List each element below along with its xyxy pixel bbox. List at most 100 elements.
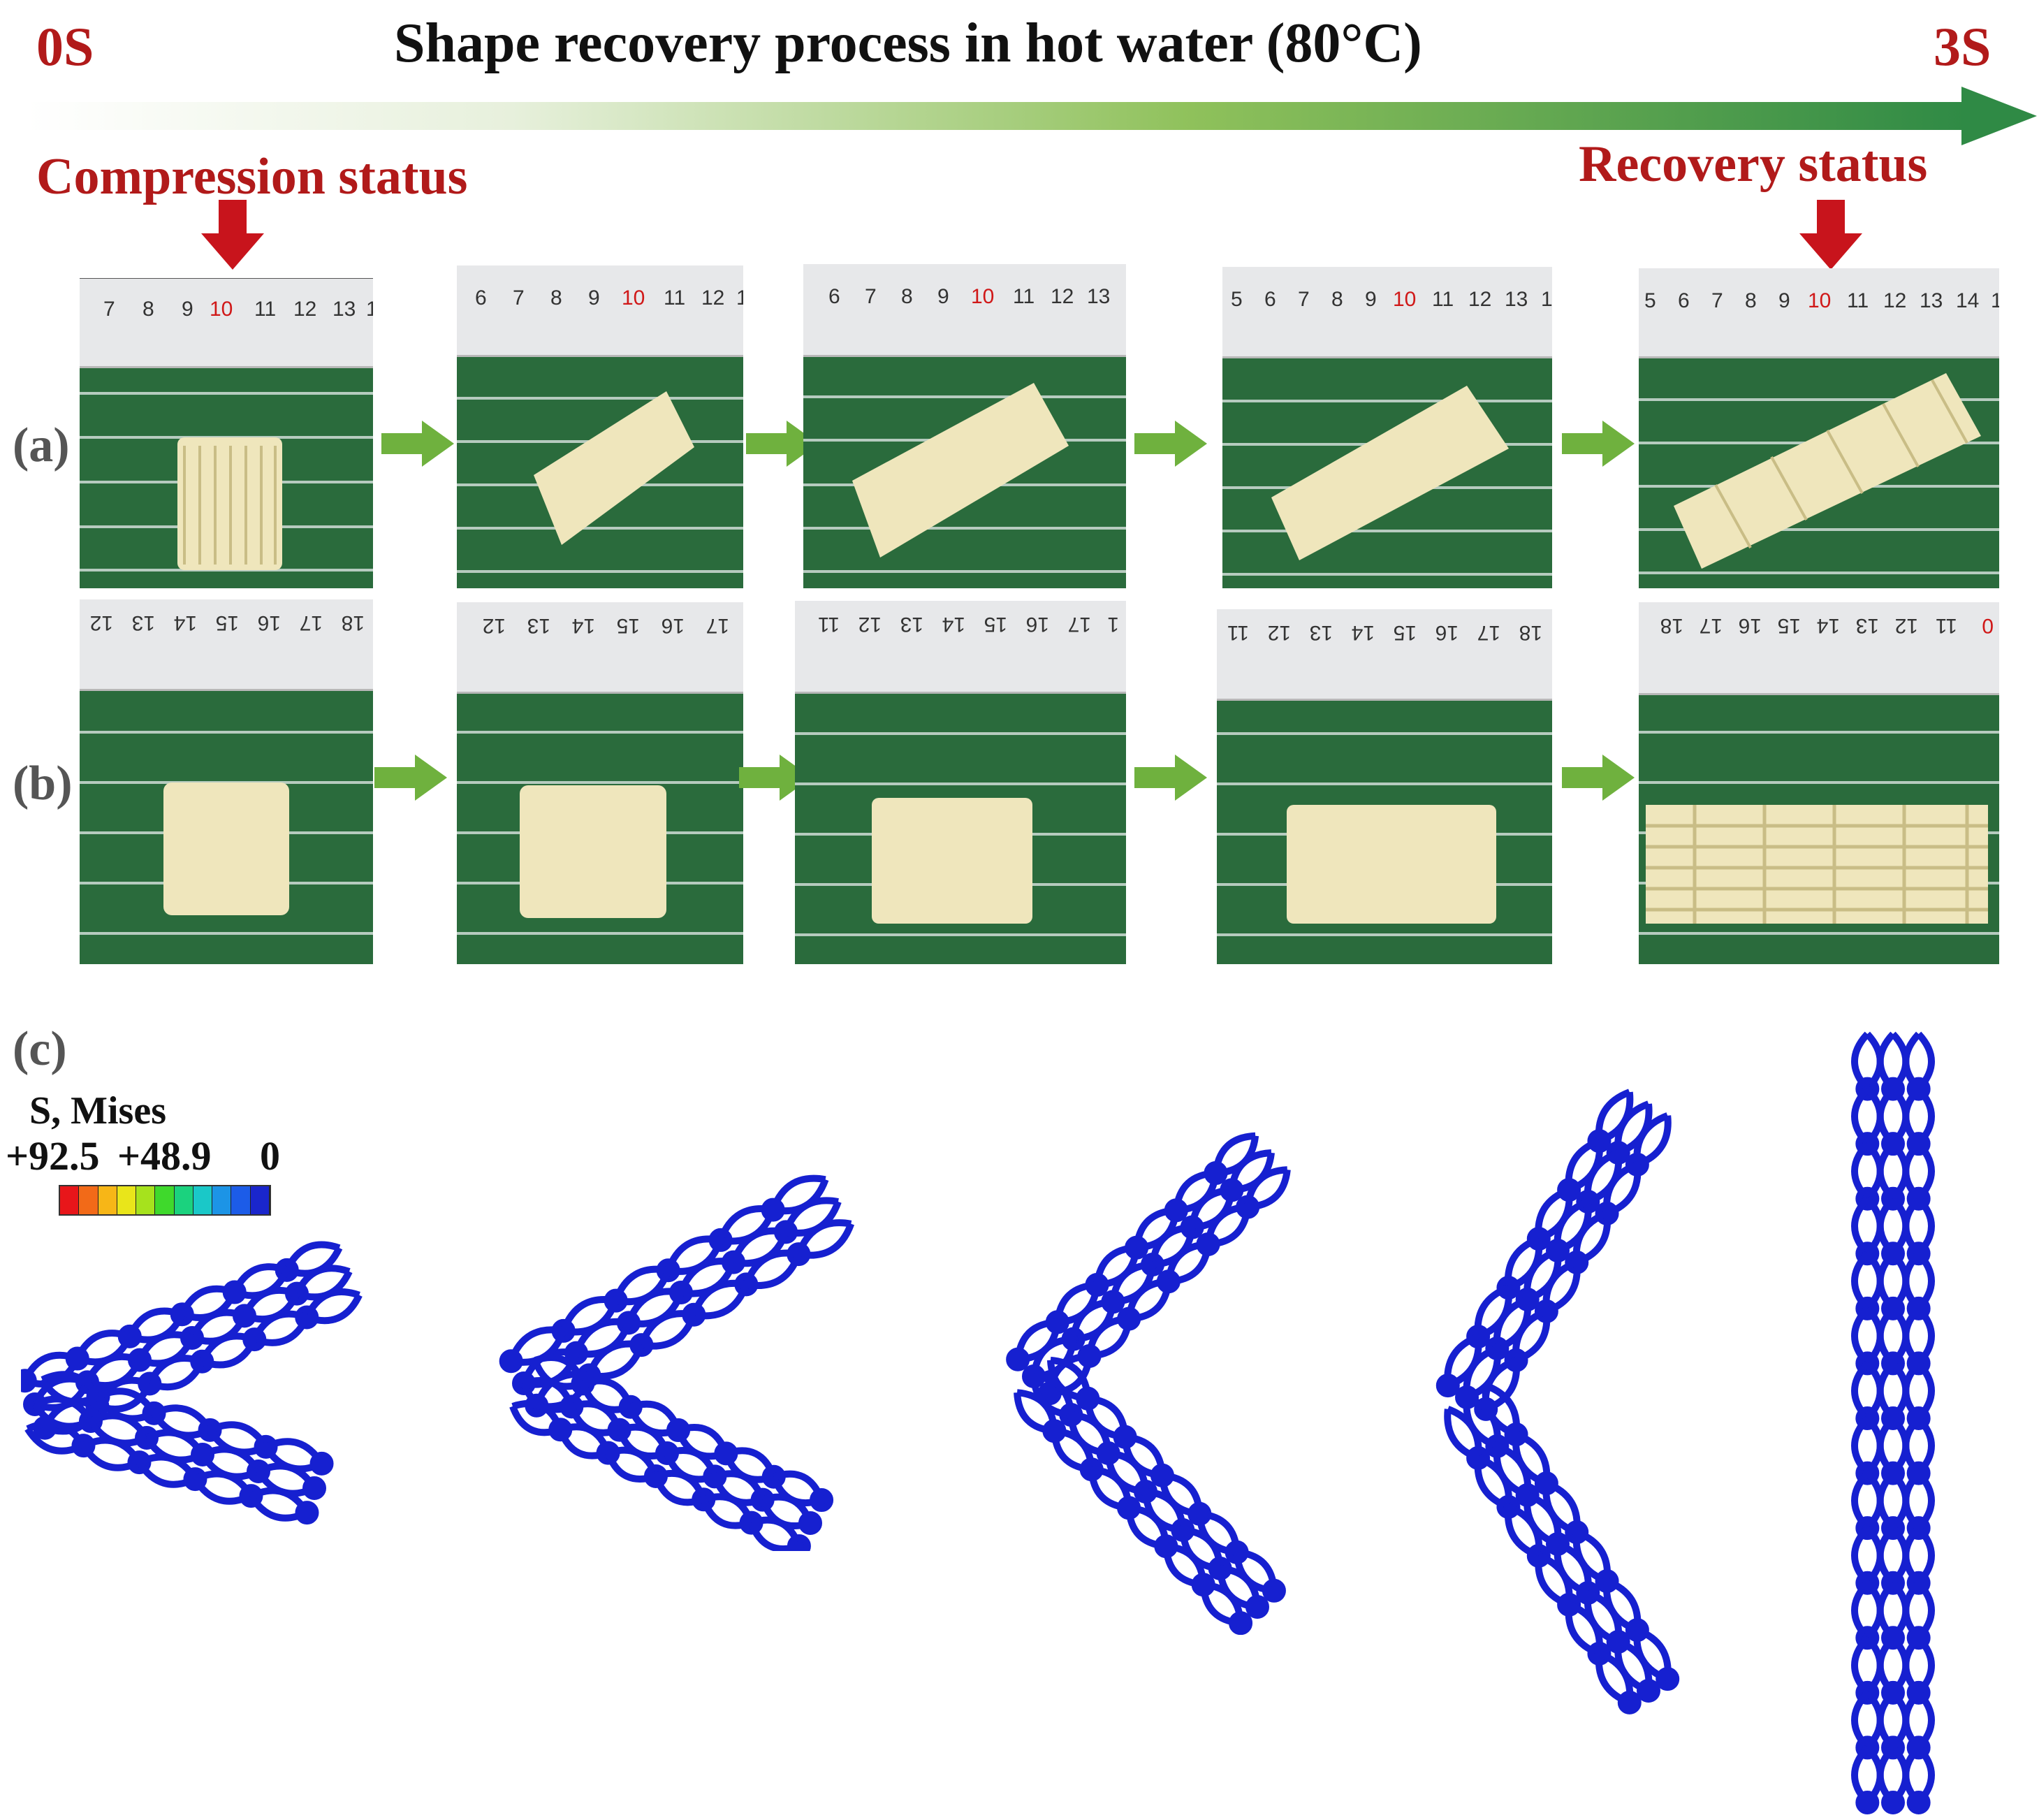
svg-text:14: 14 — [1956, 289, 1979, 312]
svg-text:1: 1 — [736, 286, 743, 310]
svg-text:8: 8 — [1331, 288, 1343, 311]
svg-text:11: 11 — [664, 286, 685, 310]
photo-b1: 18 17 16 15 14 13 12 — [80, 599, 373, 964]
legend-title: S, Mises — [29, 1089, 166, 1133]
svg-text:15: 15 — [617, 614, 640, 637]
svg-text:12: 12 — [1468, 288, 1491, 311]
svg-text:12: 12 — [1051, 285, 1074, 308]
svg-text:8: 8 — [142, 298, 154, 321]
svg-text:18: 18 — [342, 611, 365, 634]
svg-text:11: 11 — [1432, 288, 1454, 311]
svg-text:1: 1 — [1991, 289, 1999, 312]
svg-text:6: 6 — [1678, 289, 1690, 312]
arrow-right — [746, 421, 819, 467]
svg-text:10: 10 — [1808, 289, 1831, 312]
svg-text:13: 13 — [1505, 288, 1528, 311]
stent-node — [1006, 1347, 1030, 1371]
fem-stent-4 — [1435, 1089, 1680, 1715]
svg-text:11: 11 — [818, 613, 840, 636]
legend-max-value: +92.5 — [6, 1133, 100, 1179]
svg-text:12: 12 — [90, 611, 113, 634]
row-label-b: (b) — [13, 757, 73, 810]
stent-node — [1435, 1374, 1460, 1398]
svg-text:13: 13 — [1856, 614, 1879, 637]
figure-title: Shape recovery process in hot water (80°… — [394, 13, 1422, 74]
legend-color-swatch — [250, 1186, 270, 1214]
arrow-right — [1562, 755, 1635, 801]
time-end-label: 3S — [1934, 16, 1992, 77]
arrow-right — [381, 421, 454, 467]
svg-text:7: 7 — [1298, 288, 1310, 311]
svg-text:11: 11 — [1847, 289, 1869, 312]
svg-text:13: 13 — [1310, 621, 1333, 644]
stent-node — [1656, 1667, 1680, 1691]
stent-node — [787, 1534, 811, 1551]
stent-node — [1617, 1690, 1642, 1715]
svg-text:1: 1 — [1541, 288, 1552, 311]
legend-color-bar — [59, 1185, 271, 1216]
stent-node — [1855, 1791, 1880, 1814]
arrow-right — [374, 755, 447, 801]
arrow-right — [1134, 421, 1207, 467]
svg-text:0: 0 — [1982, 614, 1994, 637]
svg-text:12: 12 — [1895, 614, 1918, 637]
stent-node — [810, 1488, 834, 1513]
svg-text:14: 14 — [1817, 614, 1840, 637]
fem-stent-3 — [1006, 1132, 1291, 1635]
stent-node — [1881, 1791, 1905, 1814]
stent-node — [1262, 1578, 1286, 1603]
down-arrow-compression — [201, 200, 264, 270]
svg-text:12: 12 — [1268, 621, 1291, 644]
svg-text:14: 14 — [1352, 621, 1375, 644]
svg-text:14: 14 — [174, 611, 197, 634]
legend-color-swatch — [98, 1186, 117, 1214]
svg-text:15: 15 — [1778, 614, 1801, 637]
svg-text:9: 9 — [1778, 289, 1790, 312]
svg-text:18: 18 — [1519, 621, 1542, 644]
svg-text:15: 15 — [1394, 621, 1417, 644]
svg-text:14: 14 — [942, 613, 965, 636]
fem-stent-5 — [1851, 1031, 1935, 1814]
svg-text:8: 8 — [1745, 289, 1757, 312]
fem-stent-1 — [21, 1241, 363, 1525]
svg-text:18: 18 — [1660, 614, 1683, 637]
stent-node — [1229, 1611, 1253, 1635]
svg-text:17: 17 — [300, 611, 323, 634]
svg-text:9: 9 — [937, 285, 949, 308]
legend-color-swatch — [174, 1186, 193, 1214]
svg-text:13: 13 — [132, 611, 155, 634]
legend-mid-value: +48.9 — [117, 1133, 212, 1179]
svg-text:7: 7 — [865, 285, 877, 308]
svg-text:12: 12 — [858, 613, 882, 636]
svg-text:11: 11 — [1013, 285, 1035, 308]
svg-text:12: 12 — [483, 614, 506, 637]
legend-color-swatch — [117, 1186, 137, 1214]
svg-text:9: 9 — [182, 298, 193, 321]
svg-text:13: 13 — [1920, 289, 1943, 312]
svg-text:13: 13 — [1087, 285, 1110, 308]
svg-text:1: 1 — [366, 298, 373, 321]
row-label-a: (a) — [13, 418, 70, 472]
legend-min-value: 0 — [260, 1133, 280, 1179]
svg-text:7: 7 — [1711, 289, 1723, 312]
svg-text:16: 16 — [1026, 613, 1049, 636]
svg-text:10: 10 — [210, 298, 233, 321]
stent-node — [1037, 1381, 1062, 1406]
svg-text:16: 16 — [1435, 621, 1459, 644]
fem-stent-2 — [499, 1174, 855, 1551]
legend-color-swatch — [155, 1186, 175, 1214]
svg-text:6: 6 — [828, 285, 840, 308]
stent-node — [499, 1349, 523, 1374]
stent-node — [1245, 1595, 1269, 1619]
svg-text:15: 15 — [216, 611, 239, 634]
legend-color-swatch — [79, 1186, 98, 1214]
svg-text:11: 11 — [1936, 614, 1957, 637]
svg-text:12: 12 — [701, 286, 724, 310]
svg-text:16: 16 — [258, 611, 281, 634]
svg-text:16: 16 — [662, 614, 685, 637]
